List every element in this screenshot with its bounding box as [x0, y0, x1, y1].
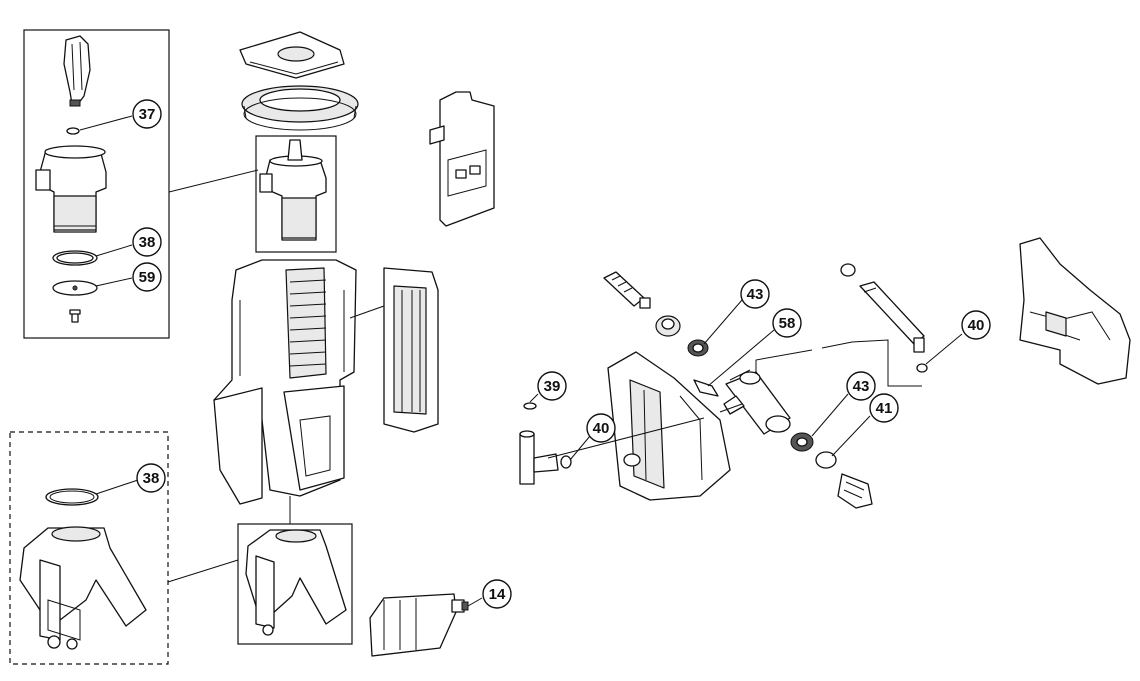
callout-43b-label: 43 [853, 378, 870, 395]
callout-59: 59 [132, 262, 162, 292]
callout-43a-label: 43 [747, 286, 764, 303]
callout-39-label: 39 [544, 378, 561, 395]
part-oring-41 [815, 451, 837, 469]
leader-40a [569, 435, 591, 461]
callout-41-label: 41 [876, 400, 893, 417]
leader-43a [703, 299, 743, 345]
part-top-plate [239, 31, 345, 79]
part-gear-ring [241, 85, 359, 131]
leader-tee [729, 369, 751, 381]
part-mounting-clip [429, 91, 495, 227]
leader-dispenser [167, 559, 239, 583]
part-small-oring-37 [66, 127, 80, 135]
callout-37-label: 37 [139, 106, 156, 123]
leader-panel [349, 305, 385, 319]
callout-43b: 43 [846, 371, 876, 401]
detail-frame-dispenser [237, 523, 353, 645]
leader-58 [707, 329, 775, 387]
leader-40b [925, 333, 963, 365]
callout-40a: 40 [586, 413, 616, 443]
part-small-cap [655, 315, 681, 337]
part-dispenser-assembly [245, 529, 347, 636]
detail-frame-dispenser-dashed [9, 431, 169, 665]
part-cylinder-assembly [259, 139, 327, 241]
part-piston-lever [63, 35, 91, 107]
callout-39: 39 [537, 371, 567, 401]
leader-41 [831, 415, 871, 457]
callout-38a-label: 38 [139, 234, 156, 251]
part-side-panel [383, 267, 439, 433]
detail-frame-cylinder [255, 135, 337, 253]
part-tee-connector-39 [519, 402, 559, 485]
callout-58-label: 58 [779, 315, 796, 332]
callout-59-label: 59 [139, 269, 156, 286]
callout-40a-label: 40 [593, 420, 610, 437]
part-oring-38b [45, 488, 99, 506]
leader-43b [811, 393, 849, 437]
part-washer-43b [790, 432, 814, 452]
part-dispenser-spout [19, 526, 147, 650]
leader-38b [95, 479, 139, 495]
part-bracket-housing [607, 351, 731, 501]
callout-14: 14 [482, 579, 512, 609]
part-screw [69, 309, 81, 323]
leader-37 [79, 115, 133, 131]
callout-38b-label: 38 [143, 470, 160, 487]
callout-40b: 40 [961, 310, 991, 340]
callout-38a: 38 [132, 227, 162, 257]
callout-40b-label: 40 [968, 317, 985, 334]
leader-38a [95, 244, 133, 257]
leader-39 [529, 393, 539, 403]
part-14-valve-block [369, 593, 469, 657]
part-nozzle [837, 473, 873, 509]
part-cylinder-body [35, 145, 107, 233]
callout-14-label: 14 [489, 586, 506, 603]
part-tee-fitting [723, 371, 791, 435]
leader-pin-routing [755, 339, 922, 387]
part-right-cover [1019, 237, 1131, 385]
part-long-pin [840, 263, 925, 353]
part-oring-38 [52, 250, 98, 266]
part-disc-59 [52, 280, 98, 296]
part-spring-pin [603, 271, 651, 309]
part-oring-40b [916, 363, 928, 373]
leader-tee-to-housing [547, 403, 743, 459]
callout-58: 58 [772, 308, 802, 338]
part-main-frame [213, 259, 357, 505]
part-clip-58 [693, 379, 719, 397]
callout-37: 37 [132, 99, 162, 129]
callout-43a: 43 [740, 279, 770, 309]
detail-frame-brew-unit [23, 29, 170, 339]
callout-41: 41 [869, 393, 899, 423]
part-oring-40a [560, 455, 572, 469]
part-washer-43a [687, 339, 709, 357]
leader-detail-to-assembly [168, 169, 259, 193]
callout-38b: 38 [136, 463, 166, 493]
leader-59 [95, 277, 133, 287]
leader-14 [467, 597, 483, 607]
